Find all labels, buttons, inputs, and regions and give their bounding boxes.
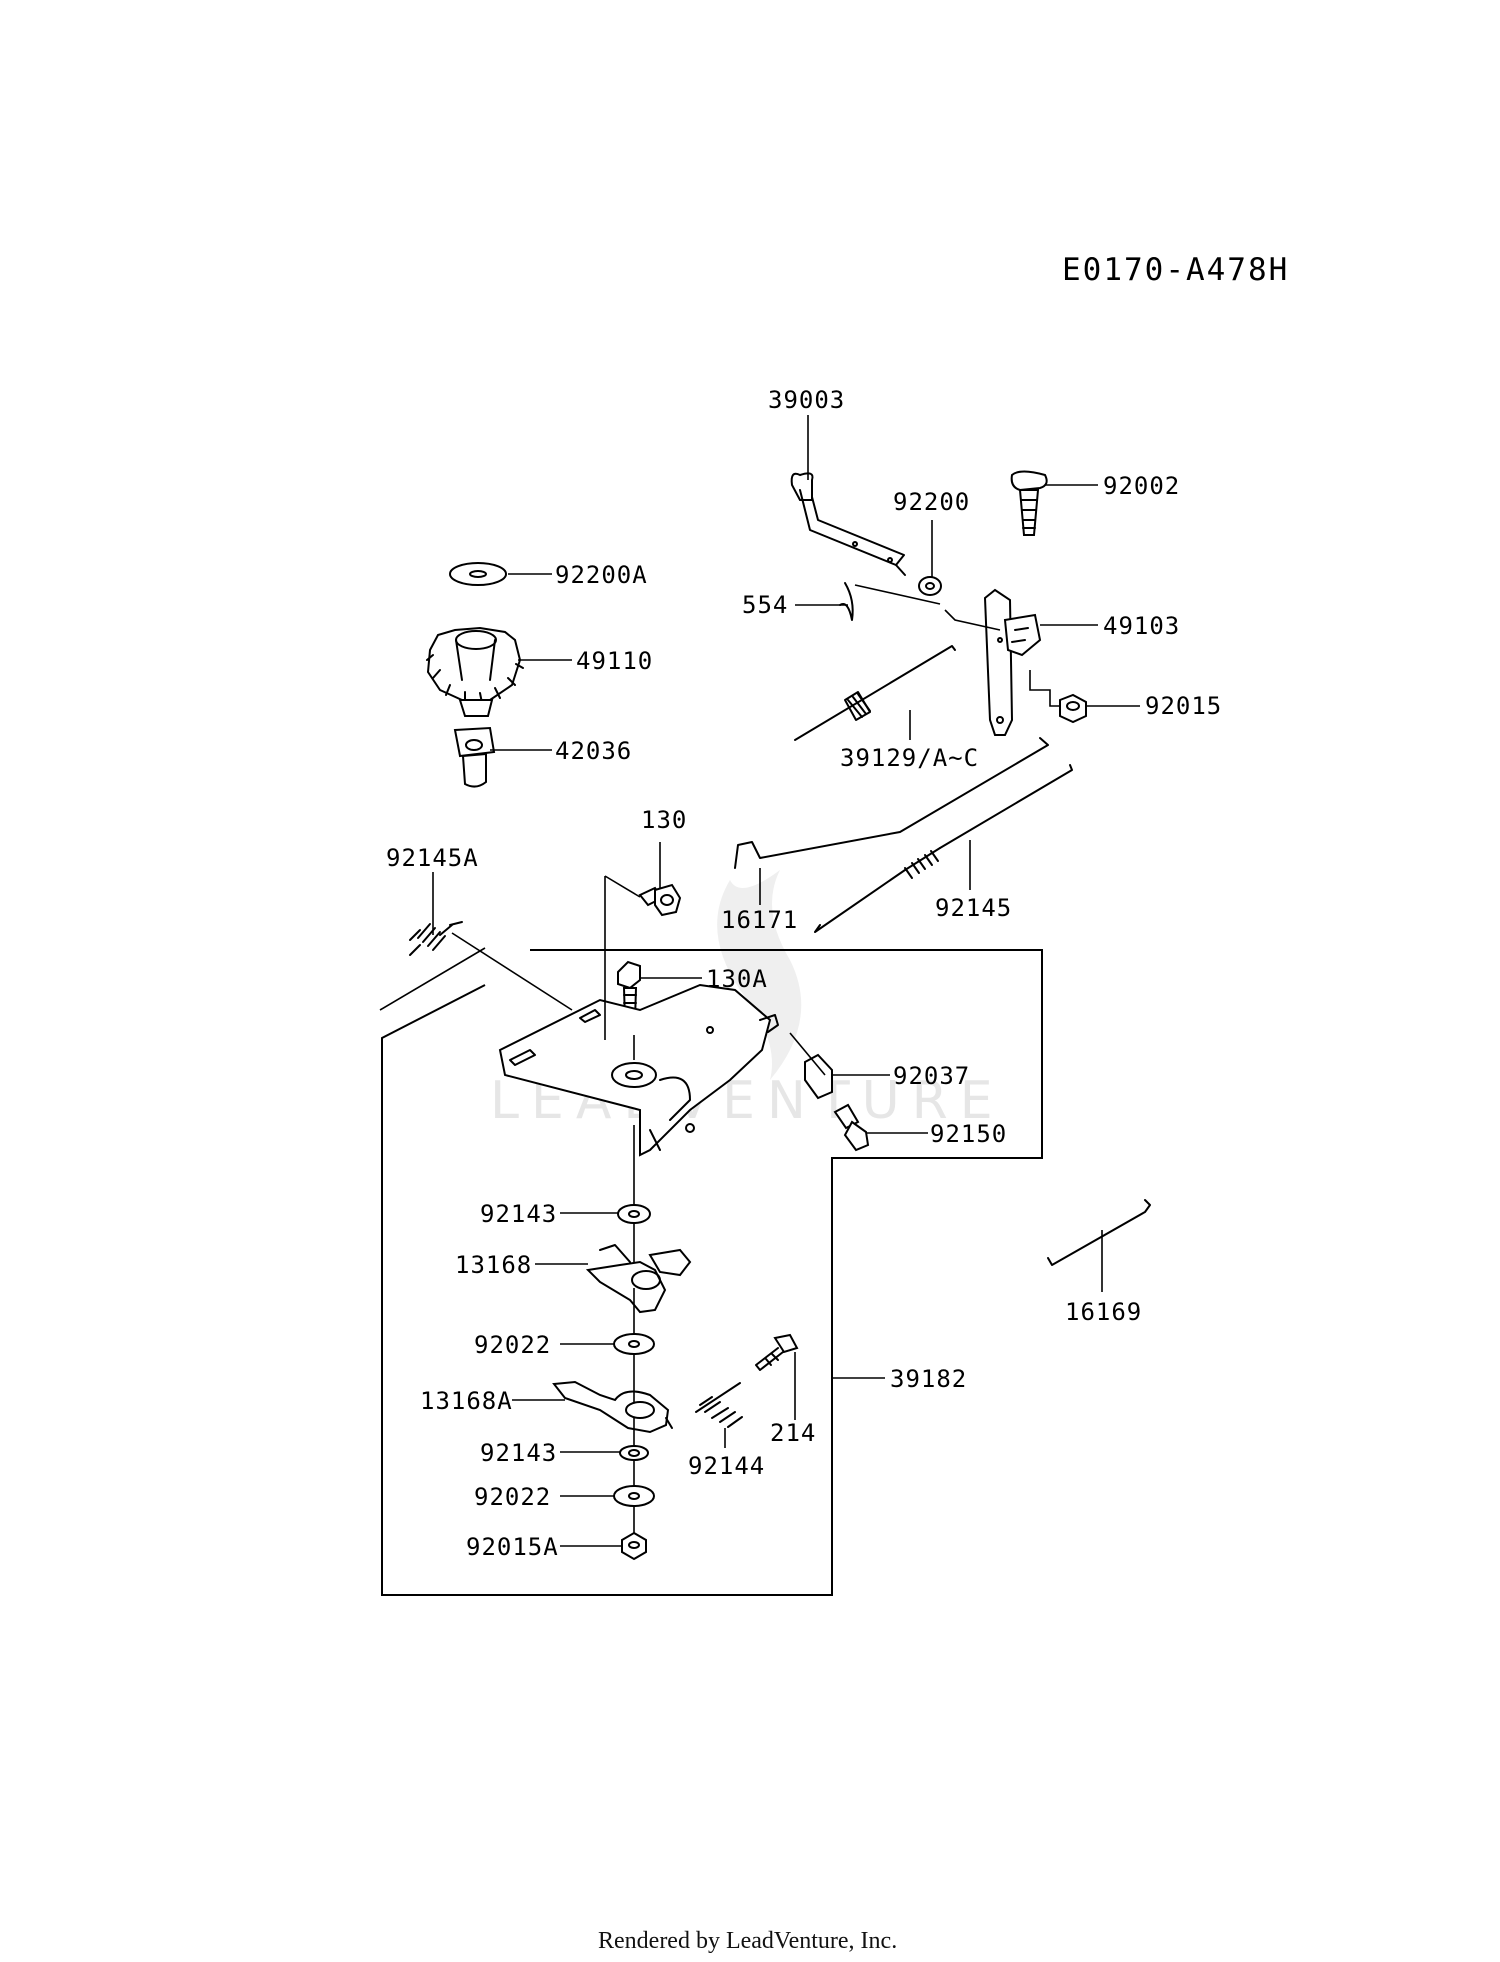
label-92015[interactable]: 92015 [1145,692,1222,720]
washer-92022-top[interactable] [613,1333,655,1355]
leader-lines [379,415,1140,1547]
bolt-130[interactable] [638,883,682,917]
arm-49103[interactable] [983,588,1042,736]
diagram-code: E0170-A478H [1062,252,1289,288]
label-130A[interactable]: 130A [706,965,768,993]
label-92022-top[interactable]: 92022 [474,1331,551,1359]
label-554[interactable]: 554 [742,591,788,619]
label-214[interactable]: 214 [770,1419,816,1447]
lever-13168A[interactable] [552,1380,673,1434]
lever-13168[interactable] [585,1244,692,1314]
washer-92143-bottom[interactable] [619,1445,649,1461]
washer-92022-bottom[interactable] [613,1485,655,1507]
label-92144[interactable]: 92144 [688,1452,765,1480]
rod-16169[interactable] [1047,1199,1151,1266]
footer-credit: Rendered by LeadVenture, Inc. [598,1928,897,1954]
bolt-92002[interactable] [1010,470,1048,536]
label-92015A[interactable]: 92015A [466,1533,559,1561]
gear-49110[interactable] [426,626,524,717]
washer-92200A[interactable] [449,562,507,586]
label-42036[interactable]: 42036 [555,737,632,765]
label-92143-bottom[interactable]: 92143 [480,1439,557,1467]
assembly-box-39182 [381,949,1043,1596]
label-92145[interactable]: 92145 [935,894,1012,922]
screw-214[interactable] [755,1333,799,1371]
label-92200A[interactable]: 92200A [555,561,648,589]
label-130[interactable]: 130 [641,806,687,834]
lever-39003[interactable] [790,472,906,576]
label-16169[interactable]: 16169 [1065,1298,1142,1326]
pin-554[interactable] [839,582,854,621]
washer-92200[interactable] [918,576,942,596]
label-92037[interactable]: 92037 [893,1062,970,1090]
label-16171[interactable]: 16171 [721,906,798,934]
label-49110[interactable]: 49110 [576,647,653,675]
label-92022-bottom[interactable]: 92022 [474,1483,551,1511]
label-13168A[interactable]: 13168A [420,1387,513,1415]
spring-rod-92145[interactable] [814,764,1073,933]
washer-92143-top[interactable] [617,1204,651,1224]
part-labels: 39003 92200 92002 92200A 554 49103 49110… [386,386,1222,1561]
label-49103[interactable]: 49103 [1103,612,1180,640]
nut-92015[interactable] [1059,693,1087,724]
shaft-42036[interactable] [453,726,496,788]
label-39003[interactable]: 39003 [768,386,845,414]
label-92200[interactable]: 92200 [893,488,970,516]
control-plate[interactable] [498,983,779,1157]
rod-16171[interactable] [734,737,1049,869]
label-39182[interactable]: 39182 [890,1365,967,1393]
label-92002[interactable]: 92002 [1103,472,1180,500]
label-92145A[interactable]: 92145A [386,844,479,872]
label-39129[interactable]: 39129/A~C [840,744,979,772]
spring-92144[interactable] [695,1382,743,1428]
label-92143-top[interactable]: 92143 [480,1200,557,1228]
nut-92015A[interactable] [621,1531,647,1561]
label-13168[interactable]: 13168 [455,1251,532,1279]
clip-92037[interactable] [804,1053,833,1100]
shaft-39129[interactable] [794,645,956,741]
bolt-92150[interactable] [833,1103,870,1152]
spring-92145A[interactable] [409,921,463,956]
label-92150[interactable]: 92150 [930,1120,1007,1148]
